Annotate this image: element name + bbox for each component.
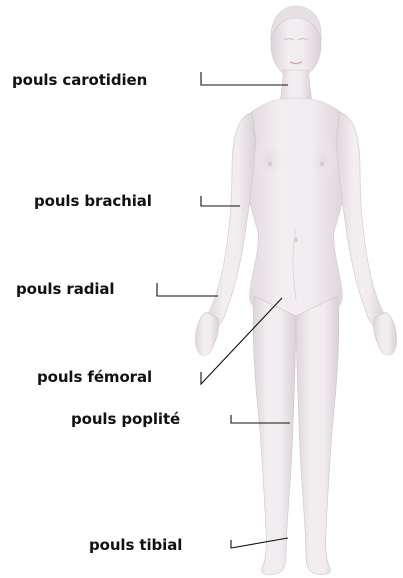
- figure-left-leg: [253, 296, 296, 575]
- label-carotid-pulse: pouls carotidien: [12, 71, 147, 89]
- label-brachial-pulse: pouls brachial: [34, 192, 152, 210]
- label-popliteal-pulse: pouls poplité: [71, 410, 180, 428]
- figure-torso: [242, 98, 351, 318]
- label-tibial-pulse: pouls tibial: [89, 536, 182, 554]
- figure-right-leg: [296, 296, 339, 575]
- label-radial-pulse: pouls radial: [16, 280, 114, 298]
- figure-left-arm: [206, 112, 256, 330]
- figure-right-arm: [336, 112, 386, 330]
- label-femoral-pulse: pouls fémoral: [37, 368, 152, 386]
